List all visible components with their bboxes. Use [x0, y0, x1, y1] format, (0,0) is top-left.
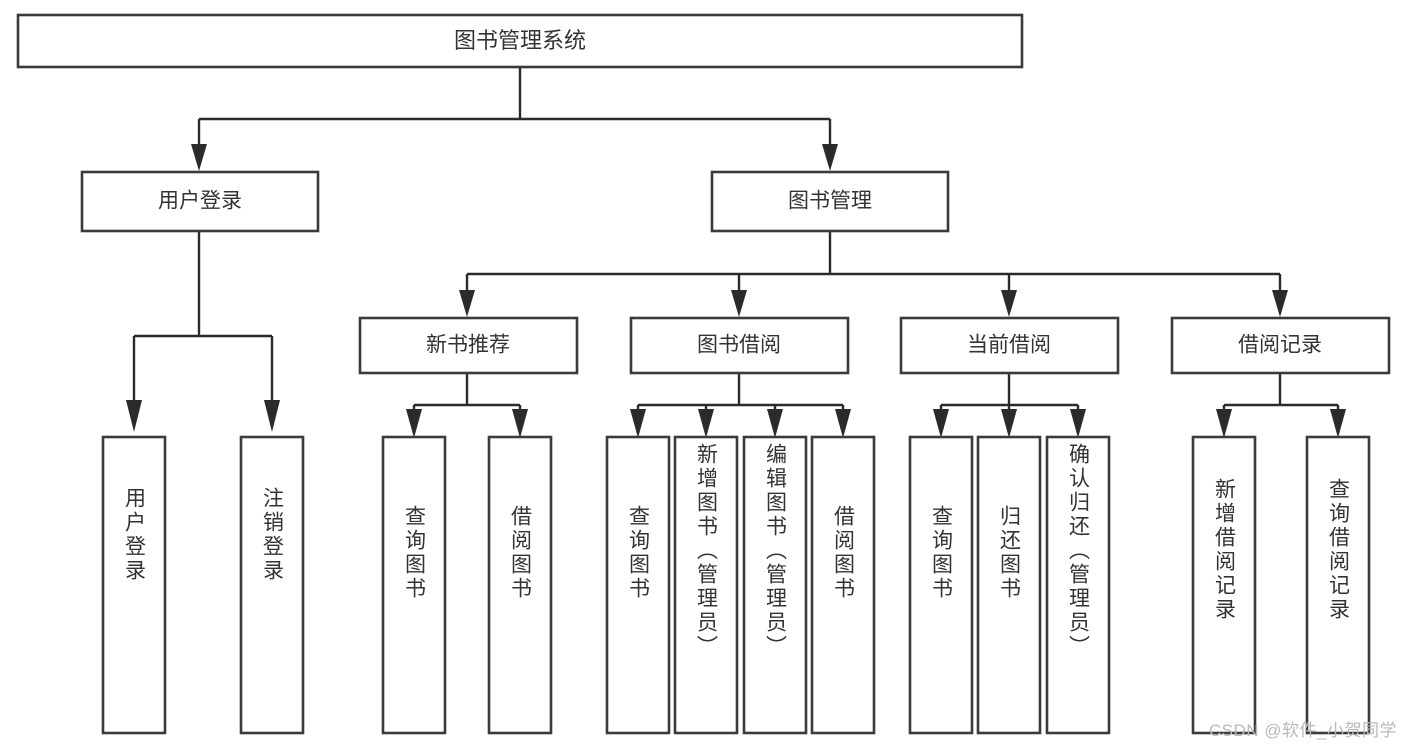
node-leaf-query-book-2-box[interactable]	[605, 435, 671, 735]
node-book-management-box[interactable]	[710, 170, 950, 233]
arrow-head-book-borrow	[731, 290, 747, 317]
arrow-head-leaf-query-record	[1330, 409, 1346, 438]
arrow-head-leaf-add-record	[1216, 409, 1232, 438]
arrow-head-leaf-confirm-return	[1070, 409, 1086, 438]
node-leaf-confirm-return-box[interactable]	[1045, 435, 1111, 735]
node-new-book-recommend-label: 新书推荐	[426, 334, 510, 357]
node-leaf-logout-login-box[interactable]	[239, 435, 305, 735]
node-user-login-label: 用户登录	[158, 190, 242, 213]
node-book-management[interactable]: 图书管理	[710, 170, 950, 233]
arrow-head-leaf-edit-book	[767, 409, 783, 438]
node-root-box[interactable]	[16, 13, 1024, 69]
node-leaf-query-book-3-box[interactable]	[908, 435, 974, 735]
arrow-head-borrow-record	[1272, 290, 1288, 317]
node-current-borrow-box[interactable]	[899, 316, 1120, 375]
connector-layer	[126, 68, 1346, 438]
node-current-borrow[interactable]: 当前借阅	[899, 316, 1120, 375]
node-leaf-return-book-box[interactable]	[976, 435, 1042, 735]
node-leaf-edit-book-box[interactable]	[742, 435, 808, 735]
arrow-head-current-borrow	[1001, 290, 1017, 317]
arrow-head-leaf-borrow-book-1	[512, 409, 528, 438]
node-new-book-recommend[interactable]: 新书推荐	[358, 316, 579, 375]
node-root[interactable]: 图书管理系统	[16, 13, 1024, 69]
node-leaf-add-book-box[interactable]	[673, 435, 739, 735]
arrow-head-leaf-query-book-3	[933, 409, 949, 438]
arrow-head-book-management	[822, 144, 838, 171]
node-borrow-record-label: 借阅记录	[1238, 334, 1322, 357]
node-root-label: 图书管理系统	[454, 28, 586, 53]
arrow-head-leaf-query-book-1	[406, 409, 422, 438]
arrow-head-leaf-user-login	[126, 400, 142, 432]
node-user-login[interactable]: 用户登录	[80, 170, 320, 233]
node-book-borrow-label: 图书借阅	[697, 334, 781, 357]
node-book-management-label: 图书管理	[788, 190, 872, 213]
node-user-login-box[interactable]	[80, 170, 320, 233]
node-leaf-borrow-book-2-box[interactable]	[810, 435, 876, 735]
arrow-head-leaf-logout-login	[264, 400, 280, 432]
node-leaf-add-record-box[interactable]	[1191, 435, 1257, 735]
arrow-head-leaf-query-book-2	[630, 409, 646, 438]
leaf-box-layer	[101, 435, 1371, 735]
arrow-head-leaf-add-book	[698, 409, 714, 438]
arrow-head-new-book-recommend	[459, 290, 475, 317]
node-borrow-record-box[interactable]	[1170, 316, 1391, 375]
arrow-head-user-login	[191, 144, 207, 171]
node-current-borrow-label: 当前借阅	[967, 334, 1051, 357]
node-leaf-query-book-1-box[interactable]	[381, 435, 447, 735]
node-book-borrow-box[interactable]	[629, 316, 850, 375]
node-leaf-user-login-box[interactable]	[101, 435, 167, 735]
node-new-book-recommend-box[interactable]	[358, 316, 579, 375]
node-leaf-query-record-box[interactable]	[1305, 435, 1371, 735]
node-borrow-record[interactable]: 借阅记录	[1170, 316, 1391, 375]
node-leaf-borrow-book-1-box[interactable]	[487, 435, 553, 735]
arrow-head-leaf-borrow-book-2	[835, 409, 851, 438]
node-book-borrow[interactable]: 图书借阅	[629, 316, 850, 375]
arrow-head-leaf-return-book	[1001, 409, 1017, 438]
